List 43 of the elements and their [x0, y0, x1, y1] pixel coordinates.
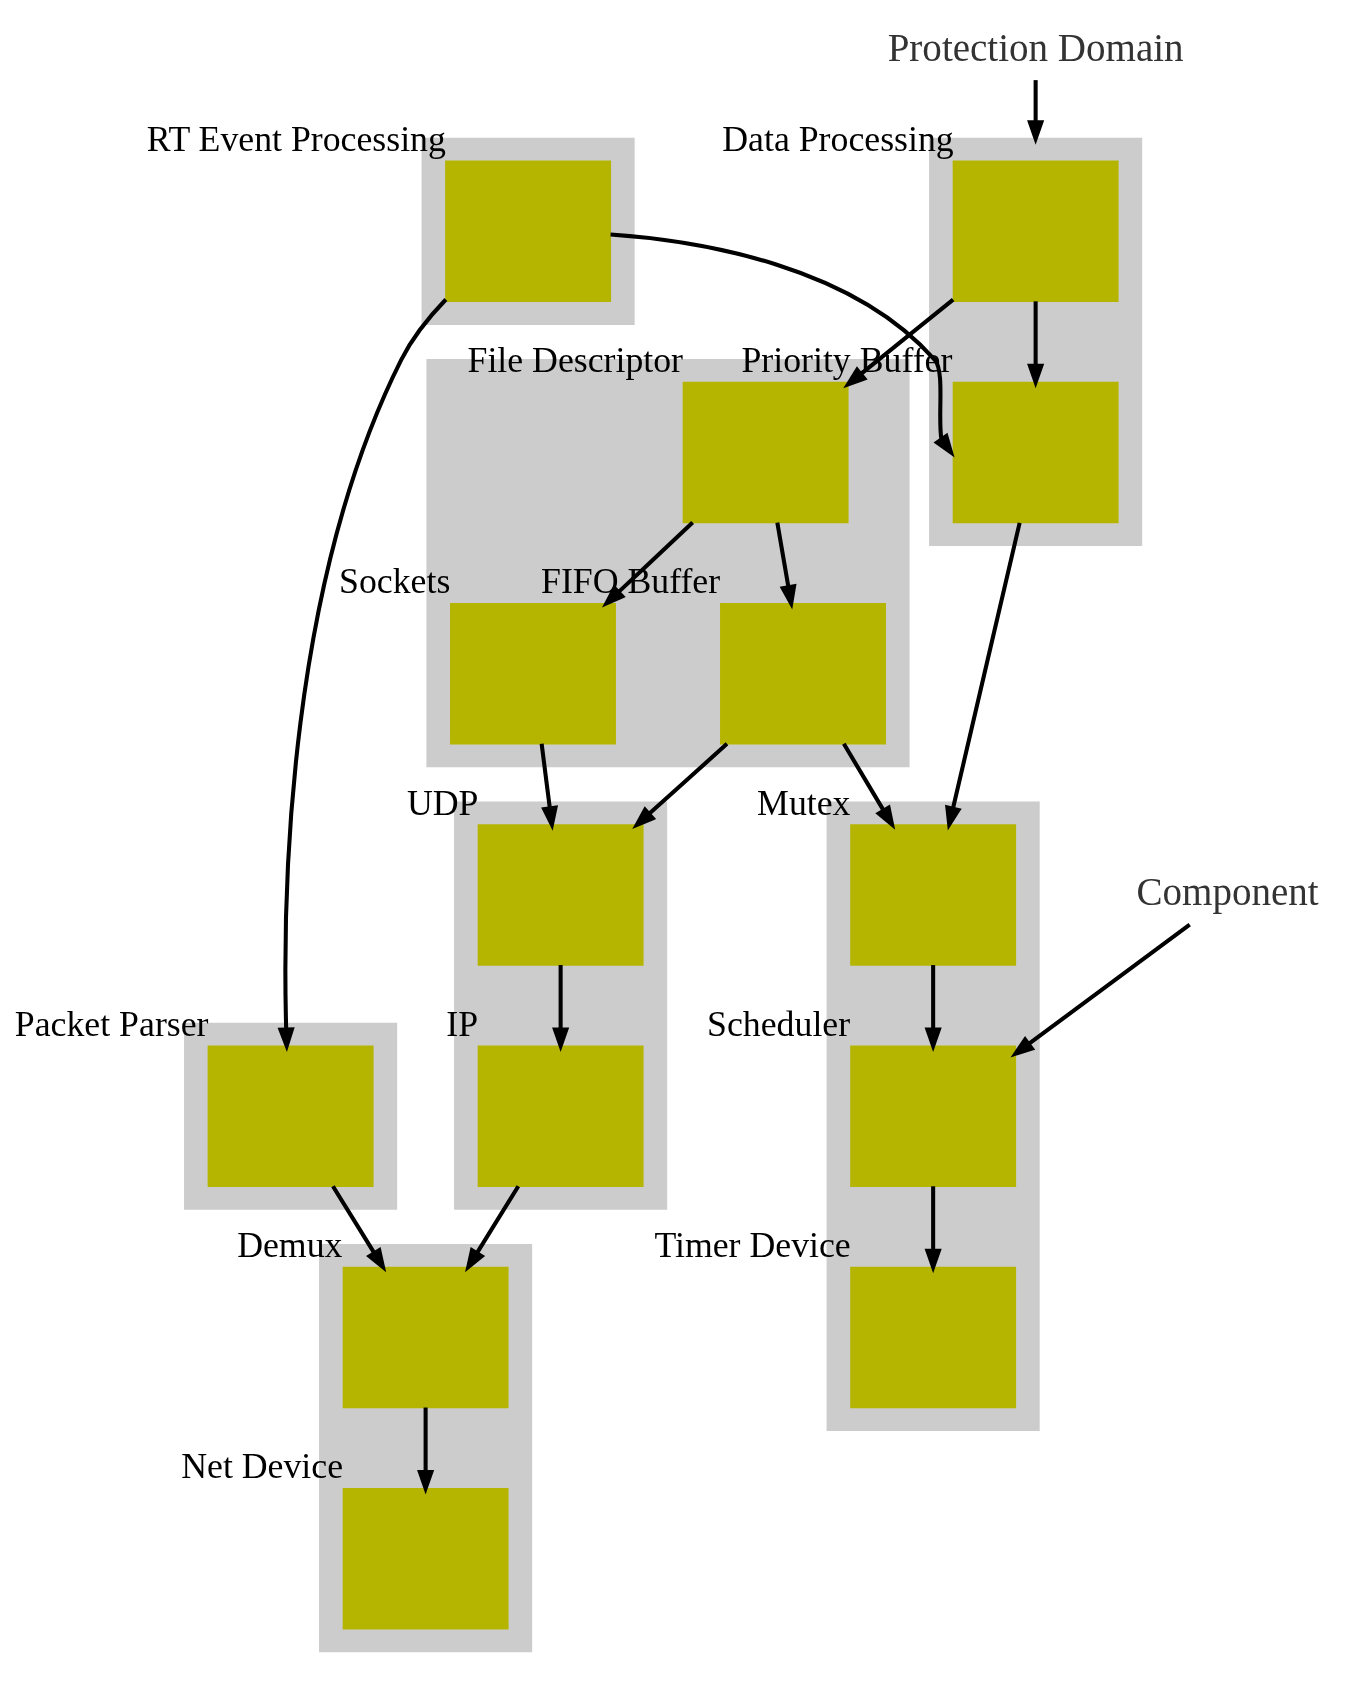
arrow: [1027, 80, 1045, 145]
node-box: [682, 381, 849, 524]
arrow: [1027, 301, 1045, 389]
node-label: Mutex: [757, 782, 851, 823]
arrow: [775, 522, 797, 610]
node-label: Demux: [237, 1225, 343, 1266]
node-box: [952, 160, 1119, 303]
arrow: [417, 1407, 435, 1495]
arrow: [632, 742, 729, 830]
node-label: Data Processing: [722, 118, 954, 159]
node-box: [477, 1045, 644, 1188]
node-box: [445, 160, 612, 303]
node-label: Sockets: [339, 561, 451, 602]
node-box: [207, 1045, 374, 1188]
arrow: [924, 1186, 942, 1274]
arrow: [945, 522, 1022, 831]
node-label: RT Event Processing: [146, 118, 446, 159]
node-box: [850, 1045, 1017, 1188]
node-label: IP: [446, 1003, 479, 1044]
arrow: [610, 232, 955, 458]
node-box: [342, 1488, 509, 1630]
node-label: Net Device: [181, 1446, 344, 1487]
arrow: [924, 965, 942, 1052]
node-box: [850, 824, 1017, 966]
arrow: [552, 965, 570, 1052]
node-box: [850, 1266, 1017, 1409]
node-text: Protection Domain: [887, 25, 1184, 69]
arrow: [277, 298, 448, 1052]
node-box: [952, 381, 1119, 524]
node-box: [450, 603, 616, 745]
node-label: Timer Device: [654, 1225, 851, 1266]
arrow: [1010, 923, 1191, 1058]
node-text: Component: [1136, 870, 1319, 914]
node-label: FIFO Buffer: [540, 561, 721, 602]
arrow: [539, 743, 559, 831]
node-box: [342, 1266, 509, 1409]
node-box: [477, 824, 644, 966]
arrow: [602, 521, 695, 608]
node-label: UDP: [406, 782, 479, 823]
node-label: File Descriptor: [467, 340, 684, 381]
node-label: Scheduler: [707, 1003, 851, 1044]
node-box: [720, 603, 886, 745]
node-label: Packet Parser: [14, 1003, 209, 1044]
